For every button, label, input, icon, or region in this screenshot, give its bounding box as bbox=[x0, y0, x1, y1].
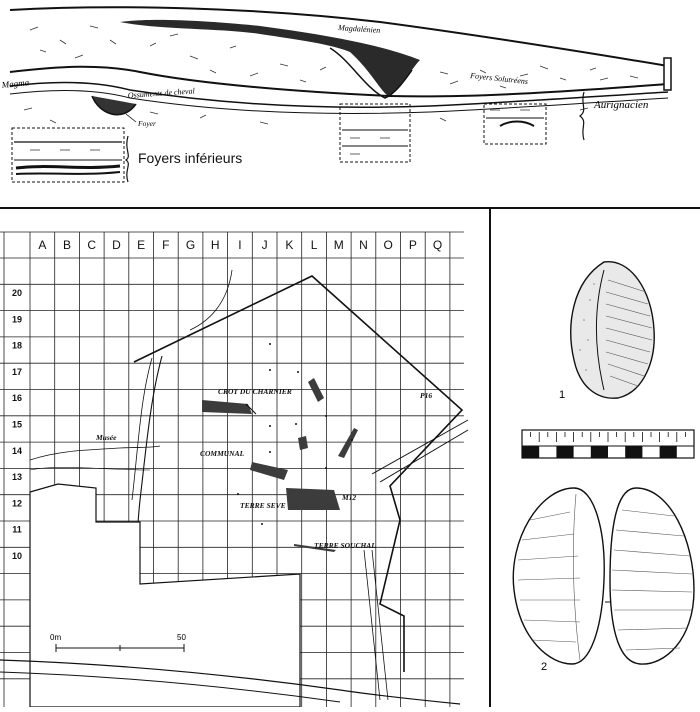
scale-block bbox=[590, 446, 608, 458]
column-label: G bbox=[186, 238, 195, 252]
feature-diagonal-trench bbox=[338, 428, 358, 458]
site-map: A B C D E F G H I J K L M N O P Q 20 19 18 17 16 15 14 13 12 11 10 bbox=[0, 231, 469, 708]
label-magdalenien: Magdalénien bbox=[337, 23, 381, 35]
feature-communal bbox=[250, 462, 288, 480]
map-scale-bar: 0m 50 bbox=[50, 633, 186, 652]
stratigraphic-section: Magdalénien Foyers Solutréens Magma Ossu… bbox=[0, 6, 672, 183]
label-aurignacien: Aurignacien bbox=[593, 99, 649, 111]
row-label: 10 bbox=[12, 551, 22, 561]
label-terre-souchal: TERRE SOUCHAL bbox=[314, 541, 376, 550]
survey-points bbox=[237, 343, 353, 525]
scale-block bbox=[625, 446, 643, 458]
artifact-scale-bar bbox=[521, 429, 695, 459]
village-block bbox=[29, 483, 301, 708]
column-label: L bbox=[311, 238, 318, 252]
row-label: 14 bbox=[12, 446, 22, 456]
feature-terre-souchal bbox=[294, 544, 336, 552]
row-label: 15 bbox=[12, 420, 22, 430]
scale-block bbox=[556, 446, 574, 458]
feature-crot-trench bbox=[308, 378, 324, 402]
artifact-2-number: 2 bbox=[541, 661, 547, 673]
column-label: A bbox=[38, 238, 46, 252]
scale-end-label: 50 bbox=[177, 633, 186, 642]
column-label: E bbox=[137, 238, 145, 252]
column-label: N bbox=[359, 238, 368, 252]
label-foyers-solutreens: Foyers Solutréens bbox=[469, 71, 529, 86]
row-label: 20 bbox=[12, 288, 22, 298]
label-communal: COMMUNAL bbox=[200, 449, 245, 458]
feature-small-square bbox=[298, 436, 308, 450]
column-label: O bbox=[383, 238, 392, 252]
column-label: H bbox=[211, 238, 220, 252]
row-label: 17 bbox=[12, 367, 22, 377]
label-foyer: Foyer bbox=[137, 119, 156, 128]
column-label: I bbox=[238, 238, 241, 252]
scale-start-label: 0m bbox=[50, 633, 61, 642]
column-label: M bbox=[334, 238, 344, 252]
row-label: 13 bbox=[12, 472, 22, 482]
column-label: Q bbox=[433, 238, 442, 252]
artifact-2-drawing: 2 bbox=[512, 487, 695, 673]
magdalenien-hearth-lens bbox=[120, 19, 420, 97]
artifact-panel: 1 2 bbox=[512, 261, 695, 673]
column-label: K bbox=[285, 238, 293, 252]
label-musee: Musée bbox=[95, 433, 117, 442]
parcel-boundary bbox=[133, 275, 464, 672]
artifact-1-number: 1 bbox=[559, 389, 565, 401]
column-label: C bbox=[87, 238, 96, 252]
label-m12: M12 bbox=[341, 493, 356, 502]
row-label: 12 bbox=[12, 498, 22, 508]
column-label: F bbox=[162, 238, 169, 252]
column-label: J bbox=[262, 238, 268, 252]
label-magma: Magma bbox=[0, 77, 30, 90]
row-label: 16 bbox=[12, 393, 22, 403]
feature-terre-seve bbox=[286, 488, 340, 510]
row-label: 11 bbox=[12, 525, 22, 535]
road-east bbox=[371, 419, 469, 483]
column-label: B bbox=[63, 238, 71, 252]
feature-crot-du-charnier bbox=[202, 400, 252, 414]
scale-block bbox=[522, 446, 540, 458]
scale-block bbox=[659, 446, 677, 458]
row-labels: 20 19 18 17 16 15 14 13 12 11 10 bbox=[12, 288, 22, 561]
label-crot-du-charnier: CROT DU CHARNIER bbox=[218, 387, 292, 396]
label-terre-seve: TERRE SEVE bbox=[240, 501, 286, 510]
artifact-1-drawing: 1 bbox=[559, 261, 655, 401]
label-p16: P16 bbox=[420, 391, 432, 400]
row-label: 18 bbox=[12, 341, 22, 351]
column-labels: A B C D E F G H I J K L M N O P Q bbox=[38, 238, 442, 252]
foyer-pit bbox=[91, 95, 137, 116]
label-foyers-inferieurs: Foyers inférieurs bbox=[138, 150, 242, 166]
column-label: D bbox=[112, 238, 121, 252]
column-label: P bbox=[409, 238, 417, 252]
row-label: 19 bbox=[12, 314, 22, 324]
